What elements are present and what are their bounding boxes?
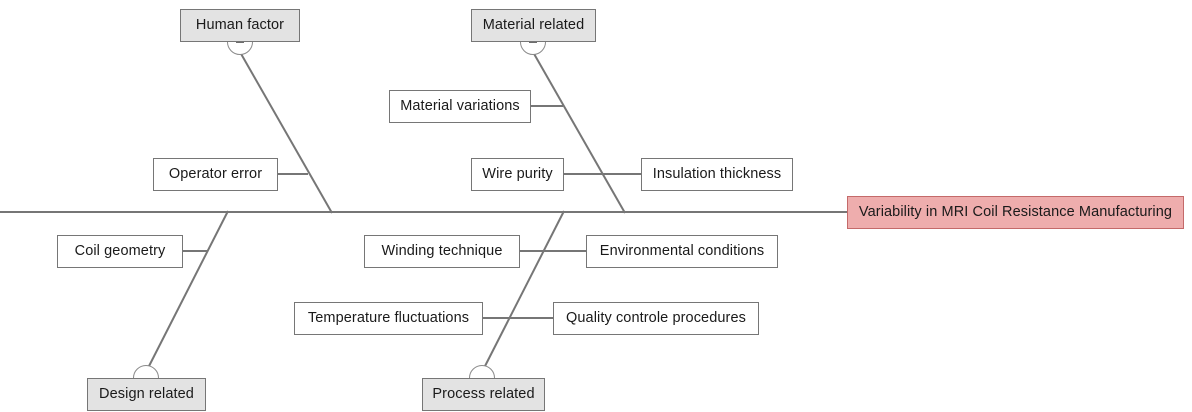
cause-node-insulation-thickness[interactable]: Insulation thickness — [641, 158, 793, 191]
cause-node-environmental-conditions[interactable]: Environmental conditions — [586, 235, 778, 268]
cause-node-material-variations[interactable]: Material variations — [389, 90, 531, 123]
cause-node-quality-controle-procedures[interactable]: Quality controle procedures — [553, 302, 759, 335]
category-label-material-related: Material related — [482, 17, 585, 34]
category-node-process-related[interactable]: Process related — [422, 378, 545, 411]
category-node-material-related[interactable]: Material related — [471, 9, 596, 42]
cause-node-temperature-fluctuations[interactable]: Temperature fluctuations — [294, 302, 483, 335]
category-label-design-related: Design related — [99, 386, 194, 403]
cause-label-material-variations: Material variations — [400, 98, 520, 115]
cause-label-quality-controle-procedures: Quality controle procedures — [565, 310, 746, 327]
category-label-human-factor: Human factor — [195, 17, 285, 34]
fishbone-head-label: Variability in MRI Coil Resistance Manuf… — [858, 204, 1173, 221]
branch-line-material-related — [532, 51, 626, 214]
category-label-process-related: Process related — [432, 386, 535, 403]
cause-label-temperature-fluctuations: Temperature fluctuations — [307, 310, 470, 327]
cause-label-wire-purity: Wire purity — [482, 166, 553, 183]
branch-line-human-factor — [239, 51, 333, 214]
minus-circle-icon — [236, 41, 244, 43]
branch-line-process-related — [481, 210, 565, 373]
cause-node-wire-purity[interactable]: Wire purity — [471, 158, 564, 191]
cause-label-operator-error: Operator error — [168, 166, 263, 183]
cause-label-insulation-thickness: Insulation thickness — [652, 166, 782, 183]
minus-circle-icon — [529, 41, 537, 43]
cause-label-environmental-conditions: Environmental conditions — [599, 243, 765, 260]
fishbone-head-problem[interactable]: Variability in MRI Coil Resistance Manuf… — [847, 196, 1184, 229]
cause-label-coil-geometry: Coil geometry — [74, 243, 166, 260]
cause-label-winding-technique: Winding technique — [381, 243, 503, 260]
cause-node-operator-error[interactable]: Operator error — [153, 158, 278, 191]
cause-node-coil-geometry[interactable]: Coil geometry — [57, 235, 183, 268]
category-node-human-factor[interactable]: Human factor — [180, 9, 300, 42]
branch-line-design-related — [145, 210, 229, 373]
category-node-design-related[interactable]: Design related — [87, 378, 206, 411]
cause-node-winding-technique[interactable]: Winding technique — [364, 235, 520, 268]
